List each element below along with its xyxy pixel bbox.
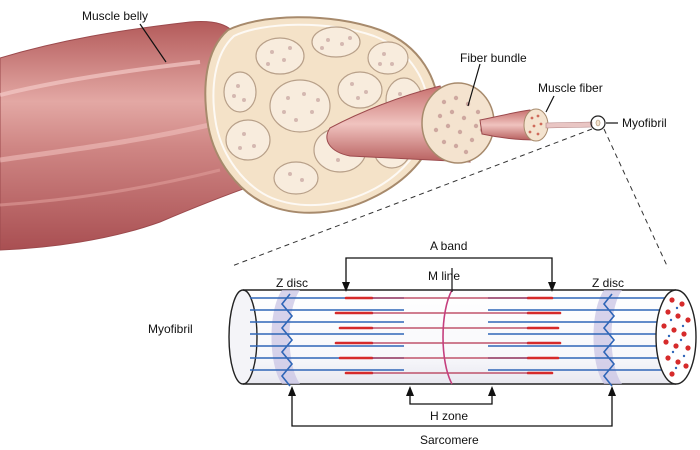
- myofibril-large: [228, 289, 697, 387]
- fascicle: [269, 79, 331, 133]
- magnify-circle-icon: [590, 115, 606, 131]
- label-m-line: M line: [428, 269, 460, 283]
- fiber-bundle: [326, 82, 495, 164]
- fascicle: [337, 71, 383, 109]
- label-sarcomere: Sarcomere: [420, 433, 479, 447]
- label-z-disc-right: Z disc: [592, 276, 624, 290]
- fascicle: [223, 71, 257, 113]
- a-band-bracket: [345, 257, 553, 290]
- label-a-band: A band: [430, 239, 467, 253]
- fascicle: [225, 119, 271, 161]
- label-z-disc-left: Z disc: [276, 276, 308, 290]
- fascicle: [367, 41, 409, 75]
- label-myofibril-top: Myofibril: [622, 116, 667, 130]
- label-muscle-belly: Muscle belly: [82, 9, 148, 23]
- label-h-zone: H zone: [430, 409, 468, 423]
- label-myofibril-left: Myofibril: [148, 322, 193, 336]
- z-disc-left-band: [271, 290, 300, 384]
- myofibril-small: [545, 115, 606, 131]
- label-muscle-fiber: Muscle fiber: [538, 81, 603, 95]
- m-line-mark: [442, 289, 453, 385]
- muscle-cross-section: [204, 16, 440, 214]
- z-disc-right-band: [593, 290, 622, 384]
- fascicle: [311, 26, 361, 58]
- zoom-lines: [231, 128, 669, 269]
- label-fiber-bundle: Fiber bundle: [460, 51, 527, 65]
- myofibril-cross-section: [655, 289, 697, 385]
- fascicle: [273, 161, 319, 195]
- leader-lines: [139, 23, 618, 292]
- fascicle: [255, 37, 305, 75]
- sarcomere-bracket: [291, 392, 613, 427]
- h-zone-bracket: [409, 392, 493, 405]
